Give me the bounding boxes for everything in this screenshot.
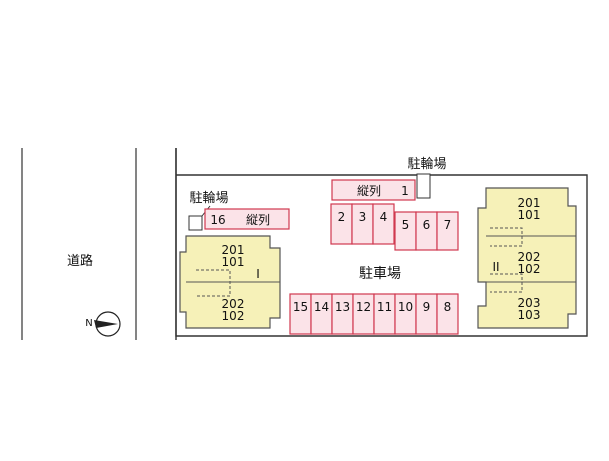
building-two-unit-103: 103 [518, 308, 541, 322]
building-one-unit-101: 101 [222, 255, 245, 269]
bicycle-parking-right [416, 173, 431, 199]
building-two-unit-203: 203 [518, 296, 541, 310]
building-one-unit-201: 201 [222, 243, 245, 257]
building-two-numeral: II [492, 260, 499, 274]
parking-stall-4 [372, 203, 395, 245]
road-label: 道路 [67, 253, 93, 269]
stall-1-parallel: 縦列 1 [331, 179, 416, 201]
bicycle-parking-label-right: 駐輪場 [407, 156, 446, 172]
svg-text:縦列: 縦列 [357, 184, 381, 198]
parking-stall-label-15: 15 [293, 300, 308, 314]
building-one-unit-202: 202 [222, 297, 245, 311]
parking-lot-label: 駐車場 [359, 265, 401, 282]
parking-stall-label-4: 4 [380, 210, 388, 224]
parking-stall-8 [436, 293, 459, 335]
parking-stall-7 [436, 211, 459, 251]
svg-text:1: 1 [401, 184, 409, 198]
building-two-unit-201: 201 [518, 196, 541, 210]
building-two-unit-202: 202 [518, 250, 541, 264]
parking-stall-label-10: 10 [398, 300, 413, 314]
building-one-numeral: I [256, 267, 260, 281]
compass-letter: N [85, 318, 92, 329]
building-one-unit-102: 102 [222, 309, 245, 323]
parking-stall-label-7: 7 [444, 218, 452, 232]
bicycle-parking-left [188, 215, 203, 231]
parking-stall-label-12: 12 [356, 300, 371, 314]
bicycle-parking-label-left: 駐輪場 [189, 190, 228, 206]
parking-stall-label-9: 9 [423, 300, 431, 314]
parking-stall-label-5: 5 [402, 218, 410, 232]
parking-stall-label-11: 11 [377, 300, 392, 314]
parking-stall-label-3: 3 [359, 210, 367, 224]
parking-stall-label-2: 2 [338, 210, 346, 224]
parking-stall-label-8: 8 [444, 300, 452, 314]
building-two-unit-102: 102 [518, 262, 541, 276]
building-two-unit-101: 101 [518, 208, 541, 222]
parking-stall-label-13: 13 [335, 300, 350, 314]
svg-text:縦列: 縦列 [246, 213, 270, 227]
building-one: 201 101 I 202 102 [179, 235, 281, 329]
parking-stall-label-14: 14 [314, 300, 329, 314]
parking-stall-label-6: 6 [423, 218, 431, 232]
svg-text:16: 16 [210, 213, 225, 227]
stall-16-parallel: 16 縦列 [204, 208, 290, 230]
north-arrow-icon: N [85, 311, 121, 337]
building-two: 201 101 202 102 203 103 II [477, 187, 577, 329]
